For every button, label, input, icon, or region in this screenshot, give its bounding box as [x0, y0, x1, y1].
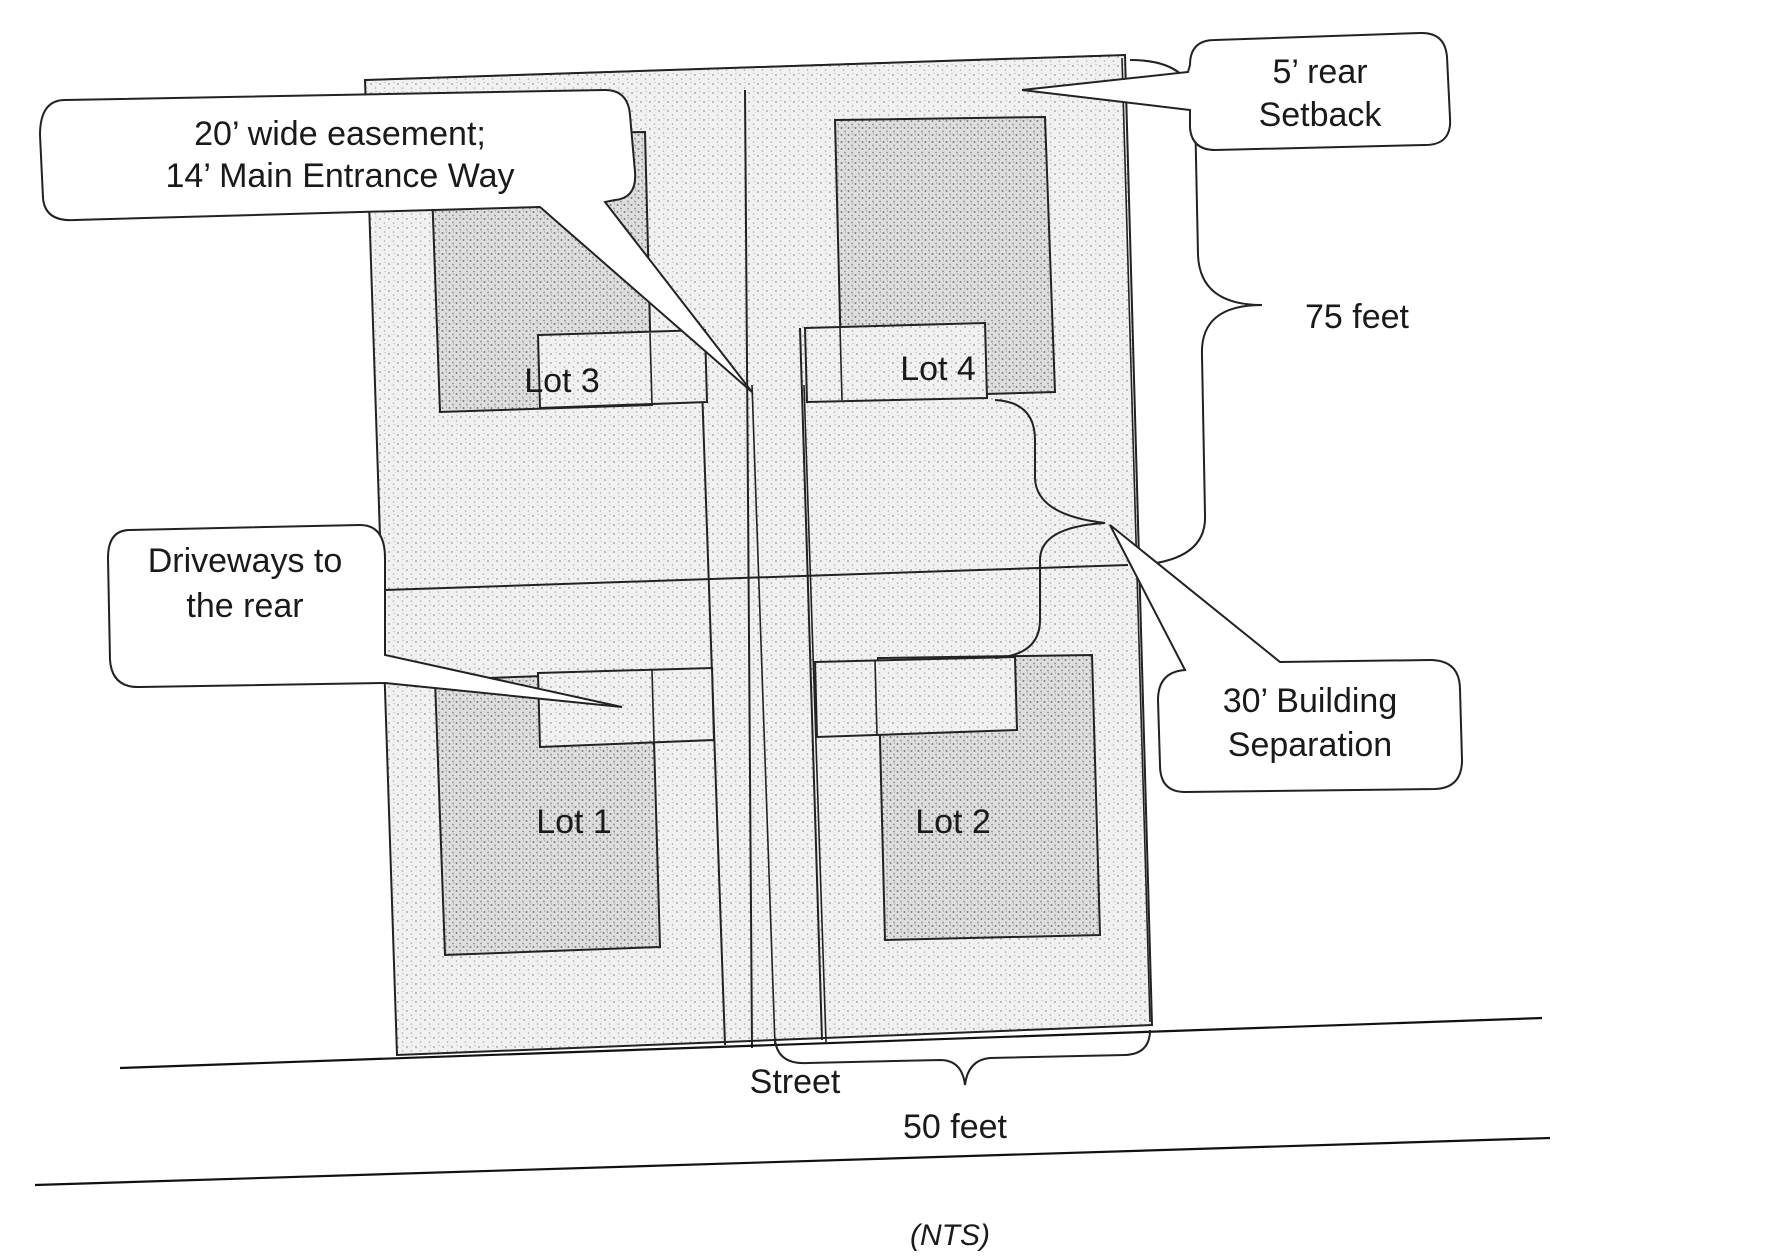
driveways-callout-line1: Driveways to [148, 542, 343, 580]
lot-3-driveway-divider [649, 332, 653, 406]
street-line-top [119, 1016, 1543, 1070]
lot-3-label: Lot 3 [524, 362, 600, 400]
rear-setback-callout-line1: 5’ rear [1272, 53, 1367, 91]
separation-callout-line2: Separation [1228, 726, 1392, 764]
lot-2-label: Lot 2 [915, 803, 991, 841]
easement-callout-bubble [38, 88, 753, 393]
lot-1-driveway-divider [651, 669, 655, 743]
lot-line-top-center [744, 89, 753, 1049]
side-setback-line-right [1121, 57, 1151, 1023]
entrance-way-line-right [803, 384, 827, 1043]
rear-setback-callout-bubble [1021, 31, 1452, 152]
depth-dimension-label: 75 feet [1305, 298, 1410, 336]
easement-callout-line1: 20’ wide easement; [194, 115, 486, 153]
scale-note: (NTS) [910, 1219, 990, 1252]
rear-setback-callout-line2: Setback [1259, 96, 1383, 134]
easement-callout-line2: 14’ Main Entrance Way [166, 157, 515, 195]
lot-1-driveway [536, 666, 716, 749]
lot-divider-horizontal [384, 564, 1129, 591]
lot-1-label: Lot 1 [536, 803, 612, 841]
separation-callout-bubble [1109, 524, 1464, 794]
street-label: Street [750, 1063, 841, 1101]
easement-line-right [799, 327, 823, 1041]
lot-2-driveway [813, 655, 1019, 739]
lot-4-driveway [803, 321, 989, 404]
lot-4-label: Lot 4 [900, 350, 976, 388]
driveways-callout-bubble [106, 523, 623, 708]
separation-callout-line1: 30’ Building [1223, 682, 1398, 720]
entrance-way-line-left [751, 384, 776, 1046]
width-dimension-brace [774, 1029, 1151, 1086]
separation-dimension-brace [994, 399, 1106, 659]
street-line-bottom [34, 1136, 1551, 1187]
lot-3-driveway [536, 328, 709, 410]
lot-4-driveway-divider [839, 326, 843, 401]
driveways-callout-line2: the rear [186, 587, 303, 625]
rear-setback-line [364, 54, 1126, 81]
lot-2-driveway-divider [874, 659, 878, 736]
width-dimension-label: 50 feet [903, 1108, 1008, 1146]
